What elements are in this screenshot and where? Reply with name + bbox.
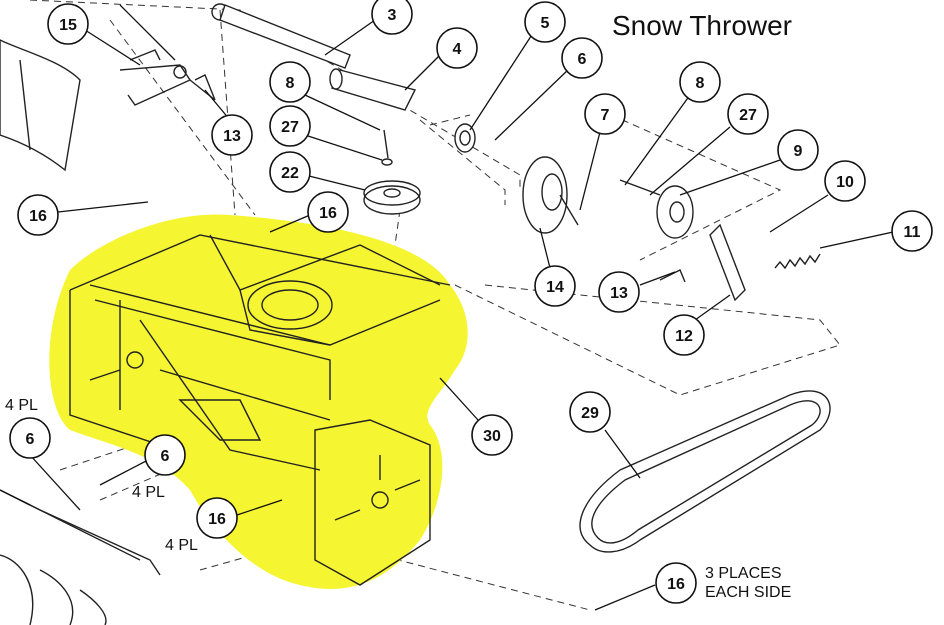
callout-9: 9 [777,129,819,171]
callout-16-right-label: 16 [667,576,685,593]
callout-12: 12 [663,314,705,356]
callout-6-center-label: 6 [161,448,170,465]
idler-arm-part [709,223,746,302]
shaft-part [211,3,351,69]
callout-22-label: 22 [281,165,299,182]
callout-29-label: 29 [581,405,599,422]
callout-13-left: 13 [211,114,253,156]
callout-16-right: 16 [655,562,697,604]
housing-highlight [49,214,468,589]
callout-7: 7 [584,93,626,135]
callout-30: 30 [471,414,513,456]
callout-10-label: 10 [836,174,854,191]
note-three-places-line2: EACH SIDE [705,584,791,601]
callout-22: 22 [269,151,311,193]
callout-4-label: 4 [453,41,462,58]
note-4pl-left: 4 PL [5,397,38,414]
callout-15: 15 [47,3,89,45]
pin-13-left [194,74,216,101]
callout-27-left: 27 [269,105,311,147]
callout-16-left-label: 16 [29,208,47,225]
callout-29: 29 [569,391,611,433]
auger-part [0,489,161,625]
idler-pulley-part [619,179,694,239]
diagram-title: Snow Thrower [612,10,793,41]
callout-9-label: 9 [794,143,803,160]
callout-13-right-label: 13 [610,285,628,302]
bolt-left-part [381,129,393,166]
callout-6-top: 6 [561,37,603,79]
note-three-places-line1: 3 PLACES [705,565,781,582]
housing-outline [69,234,451,586]
callout-4: 4 [436,27,478,69]
callout-8-right: 8 [679,61,721,103]
note-4pl-bottom: 4 PL [165,537,198,554]
callout-16-center: 16 [307,191,349,233]
callout-16-center-label: 16 [319,205,337,222]
note-4pl-center: 4 PL [132,484,165,501]
callout-6-left: 6 [9,417,51,459]
callout-16-left: 16 [17,194,59,236]
callout-6-left-label: 6 [26,431,35,448]
callout-14: 14 [534,265,576,307]
callout-15-label: 15 [59,17,77,34]
tube-part [329,68,417,111]
callout-13-right: 13 [598,271,640,313]
callout-14-label: 14 [546,279,564,296]
callout-27-right: 27 [727,93,769,135]
callout-10: 10 [824,160,866,202]
callout-6-center: 6 [144,434,186,476]
callout-7-label: 7 [601,107,610,124]
callout-8-right-label: 8 [696,75,705,92]
pulley-22-part [363,180,421,215]
bearing-part [454,123,476,153]
callout-6-top-label: 6 [578,51,587,68]
callout-11: 11 [891,210,933,252]
chute-part [0,39,81,172]
callout-3-label: 3 [388,7,397,24]
belt-part [579,390,831,553]
pin-13-right [659,269,686,283]
callout-13-left-label: 13 [223,128,241,145]
callout-5: 5 [524,1,566,43]
callout-27-right-label: 27 [739,107,757,124]
callout-11-label: 11 [904,224,921,241]
leader-lines [0,4,894,611]
callout-8-left-label: 8 [286,75,295,92]
callout-16-bottom: 16 [196,497,238,539]
callout-3: 3 [371,0,413,35]
callout-16-bottom-label: 16 [208,511,226,528]
spring-part [774,253,821,270]
callout-30-label: 30 [483,428,501,445]
callout-5-label: 5 [541,15,550,32]
callout-27-left-label: 27 [281,119,299,136]
callout-8-left: 8 [269,61,311,103]
pulley-14-part [522,156,579,234]
callout-12-label: 12 [675,328,693,345]
